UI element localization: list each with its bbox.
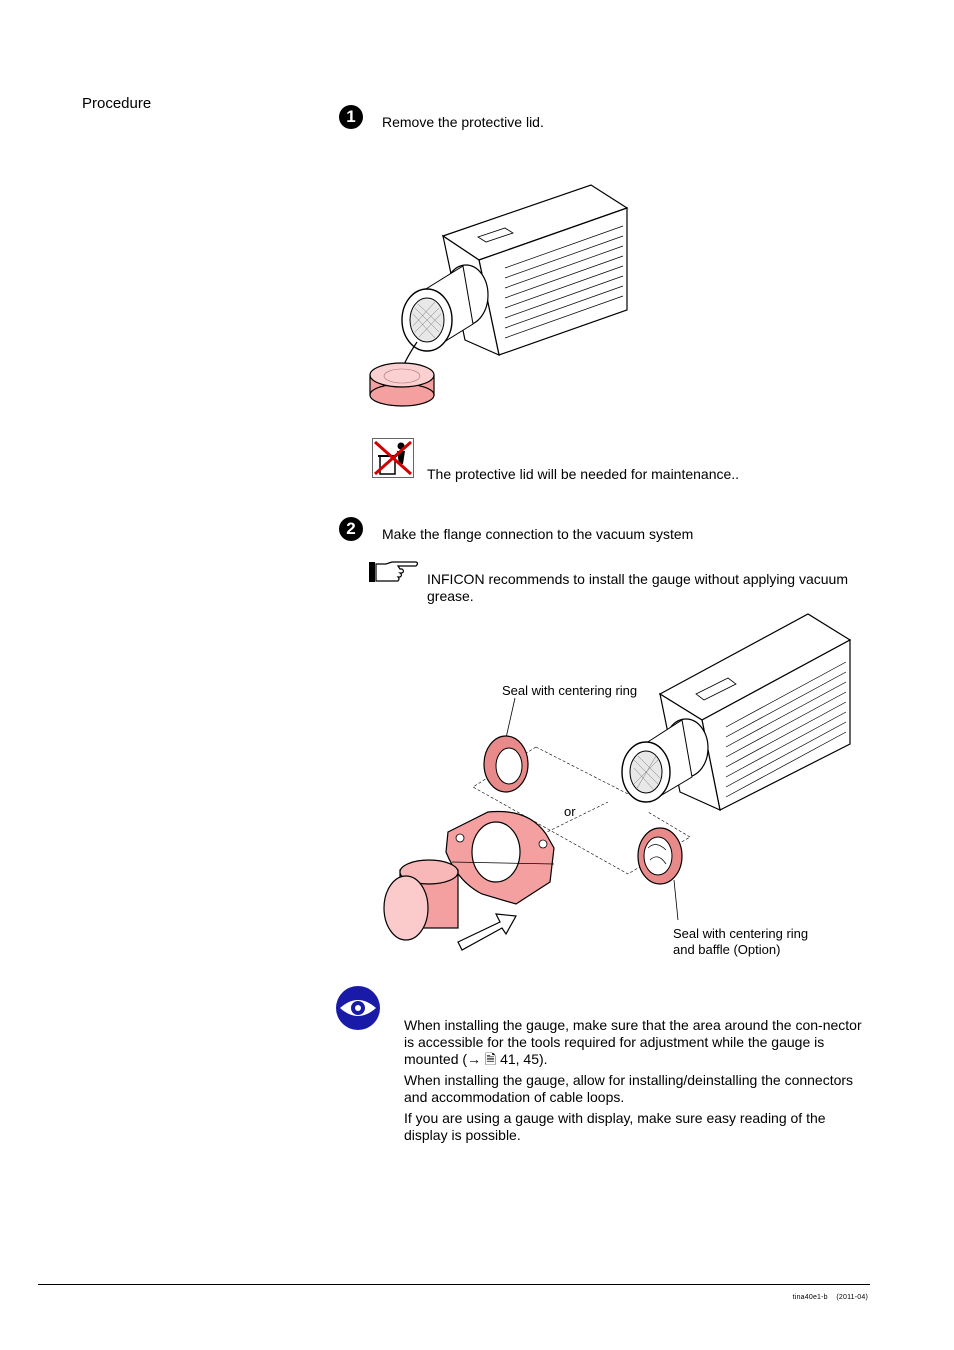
footer-rule: [38, 1284, 870, 1285]
flange-connection-figure: Seal with centering ring or Seal with ce…: [383, 613, 852, 957]
step-2-text: Make the flange connection to the vacuum…: [382, 526, 694, 542]
or-label: or: [564, 804, 576, 819]
vacuum-grease-note: INFICON recommends to install the gauge …: [427, 571, 848, 604]
step-1-text: Remove the protective lid.: [382, 114, 544, 130]
lid-maintenance-note: The protective lid will be needed for ma…: [427, 466, 740, 482]
caution-paragraph-2: When installing the gauge, allow for ins…: [404, 1072, 854, 1105]
baffle-seal-label-line-1: Seal with centering ring: [673, 926, 808, 941]
caution-text: When installing the gauge, make sure tha…: [404, 1017, 870, 1148]
caution-paragraph-3: If you are using a gauge with display, m…: [404, 1110, 826, 1143]
footer: tina40e1-b (2011-04): [793, 1294, 868, 1301]
seal-label: Seal with centering ring: [502, 683, 637, 698]
doc-date: (2011-04): [836, 1294, 868, 1301]
baffle-seal-label-line-2: and baffle (Option): [673, 942, 780, 957]
step-number-2: 2: [339, 517, 363, 541]
eye-caution-icon: [336, 986, 380, 1030]
caution-paragraph-1: When installing the gauge, make sure tha…: [404, 1017, 862, 1067]
section-heading: Procedure: [82, 95, 152, 112]
remove-lid-figure: [369, 184, 629, 407]
doc-id: tina40e1-b: [792, 1294, 828, 1301]
step-number-1: 1: [339, 105, 363, 129]
do-not-discard-icon: [372, 438, 414, 478]
pointing-hand-icon: [369, 561, 419, 582]
